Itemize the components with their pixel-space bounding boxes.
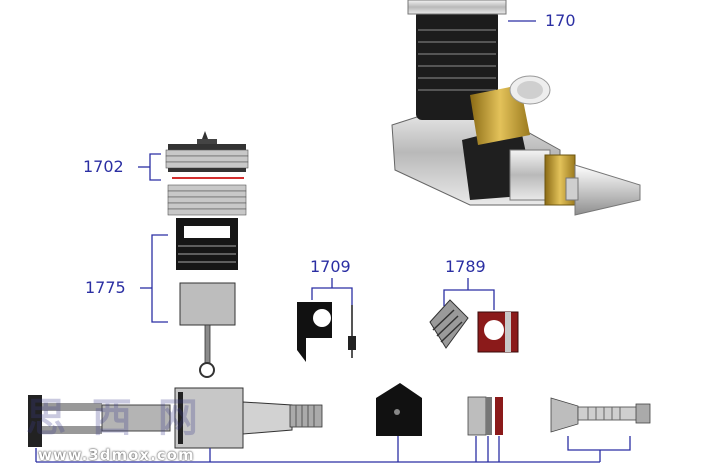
crankcase-front-housing-part: [376, 383, 422, 436]
crankcase-part: [174, 387, 323, 449]
needle-valve-part: [348, 305, 356, 358]
watermark-logo: 思 西 网: [26, 395, 204, 441]
carburettor-body-part: [297, 302, 332, 362]
piston-conrod-part: [179, 282, 236, 378]
assembled-engine-image: [391, 0, 641, 216]
carb-clamp-part: [477, 311, 519, 353]
backplate-part: [28, 395, 171, 447]
leader-lines: [35, 20, 631, 463]
part-label-1775: 1775: [85, 278, 126, 297]
prop-nut-part: [550, 397, 651, 433]
cylinder-sleeve-part: [167, 184, 247, 270]
part-label-170: 170: [545, 11, 576, 30]
part-label-1709: 1709: [310, 257, 351, 276]
part-label-1702: 1702: [83, 157, 124, 176]
cylinder-head-part: [165, 131, 249, 179]
part-label-1789: 1789: [445, 257, 486, 276]
drive-washer-part: [467, 396, 503, 436]
watermark-url: www.3dmox.com: [38, 446, 195, 464]
venturi-part: [429, 299, 469, 349]
